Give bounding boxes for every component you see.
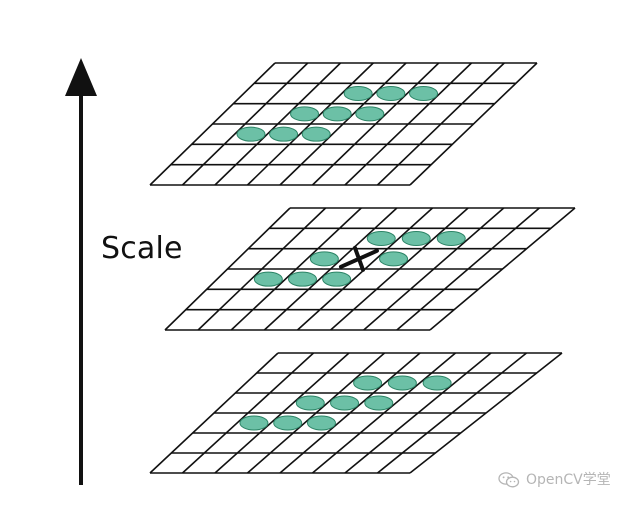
grid-line-vertical (279, 352, 421, 474)
grid-line-vertical (311, 62, 440, 186)
grid-line-vertical (263, 207, 398, 331)
neighbor-ellipse (422, 375, 452, 391)
neighbor-ellipse (353, 375, 383, 391)
neighbor-ellipse (290, 106, 320, 122)
grid-line-vertical (296, 207, 434, 331)
grid-line-vertical (409, 62, 538, 186)
scale-arrow-head (65, 58, 97, 96)
grid-line-vertical (246, 352, 386, 474)
neighbor-ellipse (355, 106, 385, 122)
neighbor-ellipse (269, 126, 299, 142)
grid-line-vertical (409, 352, 563, 474)
layer-grid (164, 207, 576, 331)
watermark: OpenCV学堂 (498, 469, 611, 491)
neighbor-ellipse (306, 415, 336, 431)
layer-bottom (149, 352, 563, 474)
grid-line-vertical (214, 62, 342, 186)
layer-middle (164, 207, 576, 331)
neighbor-ellipse (436, 231, 466, 246)
grid-line-vertical (181, 352, 315, 474)
grid-line-vertical (363, 207, 505, 331)
grid-line-vertical (376, 62, 505, 186)
watermark-text: OpenCV学堂 (526, 472, 611, 488)
grid-line-vertical (344, 62, 473, 186)
neighbor-ellipse (366, 231, 396, 246)
neighbor-ellipse (253, 271, 283, 287)
grid-line-vertical (230, 207, 362, 331)
neighbor-samples (236, 86, 439, 142)
grid-line-vertical (197, 207, 327, 331)
neighbor-ellipse (295, 395, 325, 411)
neighbor-ellipse (387, 375, 417, 391)
grid-line-vertical (246, 62, 374, 186)
neighbor-ellipse (288, 271, 317, 287)
grid-line-vertical (181, 62, 309, 186)
neighbor-ellipse (409, 86, 439, 101)
center-sample-marker (338, 245, 379, 272)
grid-line-vertical (376, 352, 528, 474)
neighbor-ellipse (309, 251, 339, 267)
wechat-icon (498, 472, 520, 488)
neighbor-ellipse (301, 126, 331, 142)
neighbor-ellipse (379, 251, 409, 267)
neighbor-ellipse (239, 415, 269, 431)
neighbor-ellipse (236, 126, 266, 142)
grid-line-vertical (279, 62, 407, 186)
grid-line-vertical (330, 207, 469, 331)
grid-line-vertical (149, 352, 279, 474)
neighbor-samples (239, 375, 452, 431)
neighbor-ellipse (343, 86, 373, 101)
layer-grid (149, 62, 538, 186)
neighbor-ellipse (401, 231, 431, 246)
grid-line-vertical (344, 352, 492, 474)
scale-layers (149, 62, 576, 474)
grid-line-vertical (149, 62, 276, 186)
neighbor-ellipse (364, 395, 394, 411)
grid-line-vertical (164, 207, 291, 331)
neighbor-ellipse (273, 415, 303, 431)
neighbor-ellipse (322, 271, 352, 287)
grid-line-vertical (214, 352, 350, 474)
grid-line-vertical (429, 207, 576, 331)
neighbor-ellipse (322, 106, 352, 122)
neighbor-ellipse (376, 86, 406, 101)
grid-line-vertical (311, 352, 457, 474)
neighbor-samples (253, 231, 466, 287)
grid-line-vertical (396, 207, 540, 331)
layer-top (149, 62, 538, 186)
scale-axis-label: Scale (101, 231, 183, 266)
layer-grid (149, 352, 563, 474)
neighbor-ellipse (330, 395, 360, 411)
scale-arrow (65, 58, 97, 485)
